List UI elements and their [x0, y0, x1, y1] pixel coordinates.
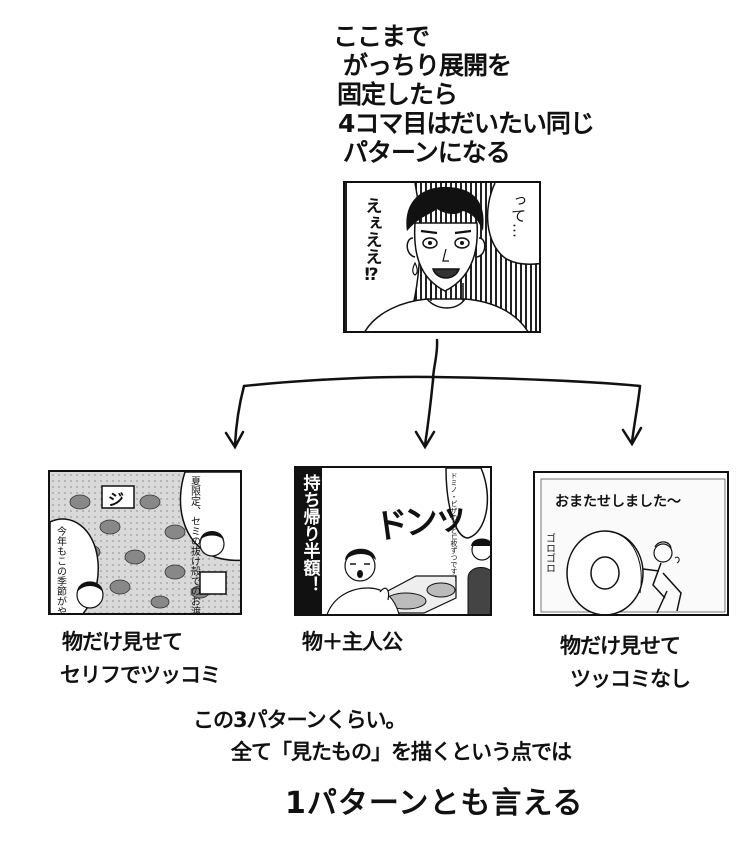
center-panel: えぇええ⁉ って…	[343, 181, 541, 333]
speech-left: えぇええ⁉	[361, 197, 382, 285]
arrow-right	[630, 384, 642, 444]
caption-b: 物＋主人公	[302, 626, 403, 659]
panel-pizza: 持ち帰り半額！ ドンッ ドミノ・ピザのMとLI枚ずつです！	[294, 466, 492, 616]
sfx-rolling: ゴロゴロ	[543, 533, 555, 573]
panel-pizza-art	[296, 468, 490, 614]
caption-line: 物だけ見せて	[62, 630, 183, 654]
bubble-bottom: 今年もこの季節がやって来たか	[54, 526, 66, 615]
bottom-note: この3パターンくらい。 全て「見たもの」を描くという点では	[193, 704, 572, 768]
banner-text: 持ち帰り半額！	[299, 474, 320, 593]
bottom-note-line: この3パターンくらい。	[193, 708, 407, 732]
bottom-note-emphasis: 1パターンとも言える	[285, 786, 584, 821]
panel-donut-art	[535, 473, 727, 614]
panel-donut: おまたせしました～ ゴロゴロ	[533, 471, 729, 616]
center-panel-art	[345, 183, 539, 331]
top-note-line: パターンになる	[343, 138, 511, 167]
caption-line: 物だけ見せて	[560, 634, 681, 658]
arrow-left	[233, 384, 246, 447]
clerk-bubble: ドミノ・ピザのMとLI枚ずつです！	[450, 472, 459, 583]
top-note: ここまで がっちり展開を 固定したら 4コマ目はだいたい同じ パターンになる	[333, 22, 595, 167]
bubble-top: 夏限定、セミの抜け殻でのお渡しです	[188, 476, 200, 615]
caption-c: 物だけ見せて ツッコミなし	[560, 630, 691, 696]
arrow-middle	[423, 378, 435, 447]
top-note-line: 4コマ目はだいたい同じ	[338, 109, 595, 138]
speech-right: って…	[509, 193, 528, 238]
caption-line: セリフでツッコミ	[60, 663, 221, 687]
panel-cicada-art	[50, 472, 240, 613]
top-note-line: がっちり展開を	[343, 51, 512, 80]
stem-line	[431, 338, 439, 382]
donut-line: おまたせしました～	[555, 494, 681, 510]
caption-a: 物だけ見せて セリフでツッコミ	[60, 626, 221, 692]
branch-line	[242, 375, 642, 388]
sign-text: ジ	[108, 490, 125, 509]
panel-cicada: ジ 夏限定、セミの抜け殻でのお渡しです 今年もこの季節がやって来たか	[48, 470, 242, 615]
bottom-note-line: 全て「見たもの」を描くという点では	[231, 740, 572, 764]
caption-line: 物＋主人公	[302, 630, 403, 654]
top-note-line: 固定したら	[337, 80, 458, 109]
caption-line: ツッコミなし	[570, 667, 691, 691]
top-note-line: ここまで	[333, 22, 430, 51]
